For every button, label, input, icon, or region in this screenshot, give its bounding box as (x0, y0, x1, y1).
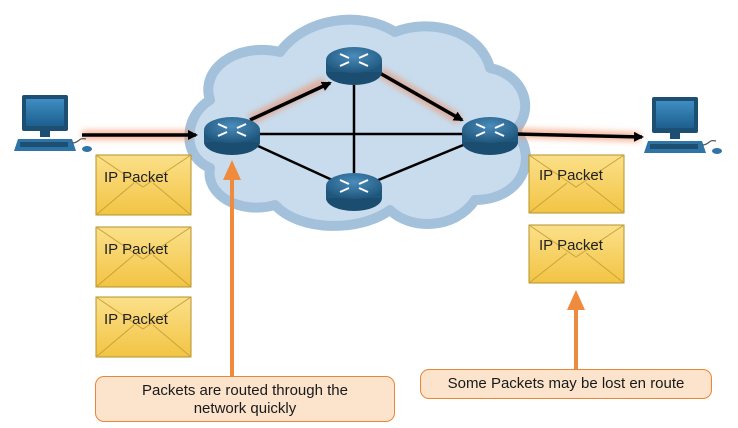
router-icon-left (204, 117, 260, 155)
computer-icon-right (644, 97, 722, 154)
callout-text-line2: network quickly (193, 400, 297, 417)
packet-label: IP Packet (104, 169, 169, 186)
packet-label: IP Packet (539, 237, 604, 254)
router-icon-top (326, 47, 382, 85)
packet-label: IP Packet (104, 241, 169, 258)
callout-packets-routed: Packets are routed through the network q… (95, 376, 395, 422)
route-arrows (82, 70, 644, 142)
arrow-router-top-to-right (377, 70, 464, 122)
callout-pointer-right (567, 290, 585, 369)
router-icon-bottom (326, 173, 382, 211)
packet-label: IP Packet (539, 167, 604, 184)
envelope-icon: IP Packet (95, 296, 192, 358)
computer-icon-left (14, 95, 92, 152)
callout-pointer-left (223, 160, 241, 376)
envelope-icon: IP Packet (528, 154, 625, 214)
callout-text-line1: Packets are routed through the (142, 382, 348, 399)
packet-label: IP Packet (104, 311, 169, 328)
router-icon-right (462, 117, 518, 155)
callout-text: Some Packets may be lost en route (447, 375, 685, 392)
envelope-icon: IP Packet (95, 154, 192, 216)
callout-packets-lost: Some Packets may be lost en route (420, 369, 712, 399)
envelope-icon: IP Packet (95, 226, 192, 288)
arrow-router-left-to-top (249, 81, 332, 122)
envelope-icon: IP Packet (528, 224, 625, 284)
arrow-router-to-host (514, 131, 644, 142)
